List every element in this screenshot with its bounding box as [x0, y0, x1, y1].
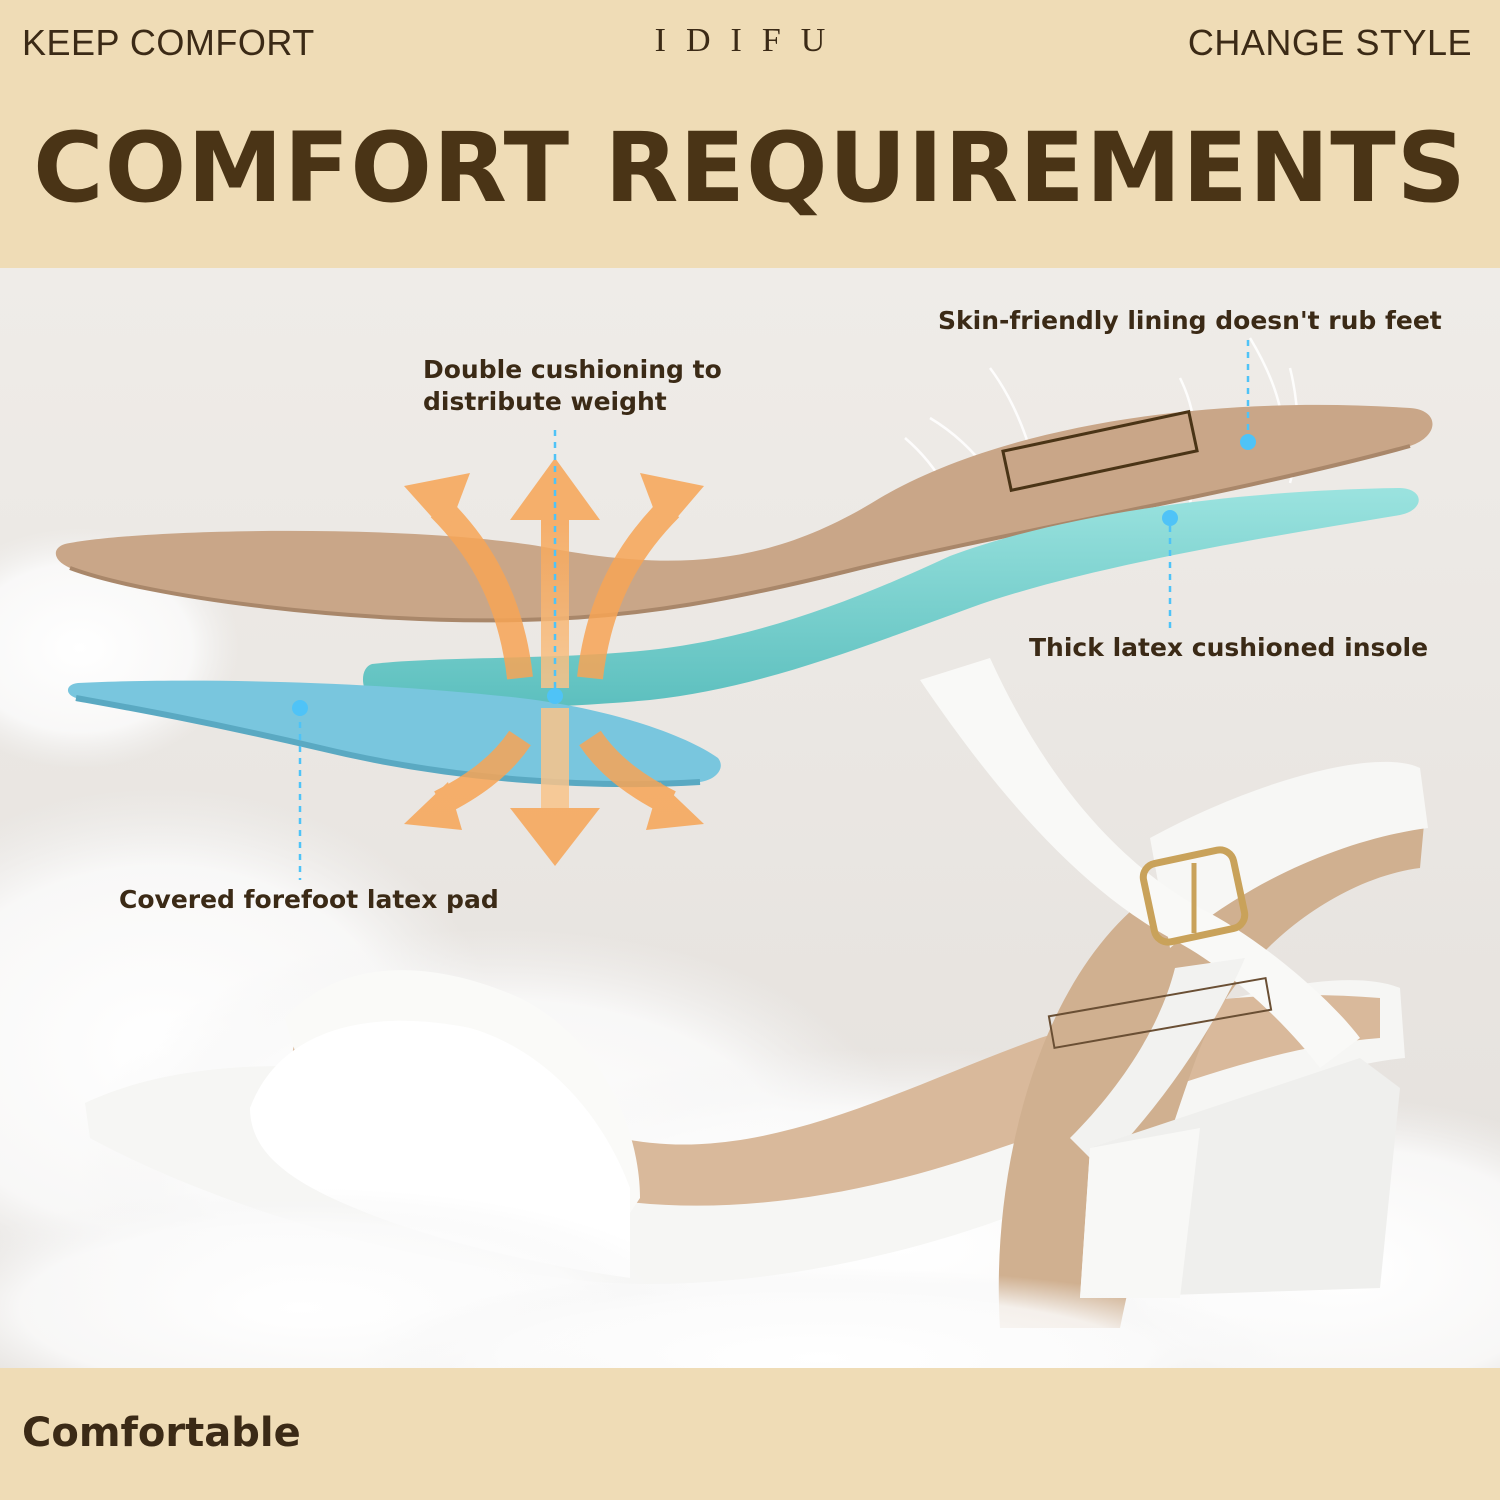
exploded-insole-illustration	[0, 268, 1500, 1368]
footer-band	[0, 1368, 1500, 1500]
keep-comfort-tag: KEEP COMFORT	[22, 22, 315, 63]
change-style-tag: CHANGE STYLE	[1187, 22, 1472, 63]
foreground-cloud-right	[360, 1268, 1280, 1368]
tan-lining-layer	[55, 404, 1433, 621]
teal-latex-layer	[362, 488, 1419, 709]
lining-marker	[1240, 434, 1256, 450]
forefoot-marker	[292, 700, 308, 716]
page-title: COMFORT REQUIREMENTS	[33, 112, 1467, 224]
block-heel-front	[1080, 1128, 1200, 1298]
gold-buckle	[1139, 846, 1249, 946]
header-band	[0, 0, 1500, 268]
callout-markers	[292, 434, 1256, 716]
cushion-marker	[547, 688, 563, 704]
insole-brand-stamp	[1001, 409, 1199, 493]
latex-marker	[1162, 510, 1178, 526]
tan-lining-edge	[69, 444, 1411, 623]
callout-lining: Skin-friendly lining doesn't rub feet	[938, 306, 1442, 335]
blue-pad-edge	[75, 695, 701, 788]
footbed-brand-stamp	[1047, 976, 1273, 1050]
heel-strap	[1070, 958, 1245, 1168]
callout-leader-lines	[298, 340, 1250, 880]
callout-cushioning: Double cushioning to distribute weight	[423, 355, 722, 416]
footer-label: Comfortable	[22, 1410, 301, 1456]
brand-logo: IDIFU	[654, 22, 846, 59]
callout-forefoot-pad: Covered forefoot latex pad	[119, 885, 499, 914]
callout-latex-insole: Thick latex cushioned insole	[1029, 633, 1429, 662]
heel-counter	[1150, 761, 1428, 948]
weight-distribution-arrows	[404, 458, 704, 866]
ankle-strap	[920, 658, 1360, 1068]
